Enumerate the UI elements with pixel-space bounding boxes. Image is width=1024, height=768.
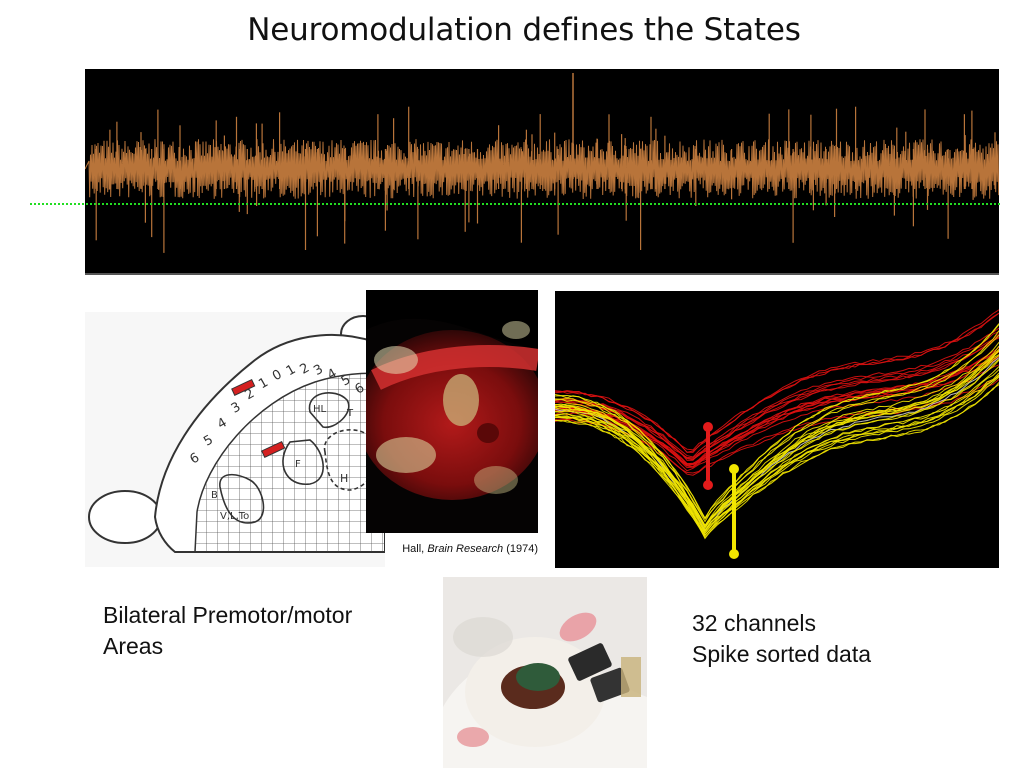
spike-waveform: [555, 333, 999, 460]
region-label-vlto: V,L,To: [220, 511, 249, 522]
amplitude-marker-yellow-endpoint: [729, 549, 739, 559]
threshold-line: [30, 203, 1000, 205]
spike-waveform: [555, 372, 999, 534]
spike-waveform: [555, 334, 999, 523]
spike-waveform: [555, 350, 999, 527]
region-label-t: T: [346, 408, 354, 419]
spike-waveform: [555, 341, 999, 527]
spike-waveform: [555, 359, 999, 533]
caption-premotor-line1: Bilateral Premotor/motor: [103, 602, 353, 628]
region-outline-h: [323, 428, 377, 491]
spike-waveform: [555, 336, 999, 461]
citation: Hall, Brain Research (1974): [366, 543, 538, 555]
region-outline-vlto: [219, 473, 265, 524]
spike-waveform: [555, 374, 999, 537]
citation-year: (1974): [506, 543, 538, 555]
amplitude-marker-red-endpoint: [703, 480, 713, 490]
citation-journal: Brain Research: [427, 543, 504, 555]
spike-waveform: [555, 312, 999, 453]
caption-channels: 32 channels Spike sorted data: [692, 608, 871, 670]
spike-waveform: [555, 324, 999, 519]
spike-waveform-plot: [555, 309, 999, 559]
region-outline-f: [282, 439, 324, 485]
spike-waveform: [555, 348, 999, 529]
raw-trace-panel: [85, 69, 999, 275]
spike-waveform: [555, 369, 999, 533]
electrode-marker-upper: [231, 378, 256, 396]
region-label-f: F: [295, 459, 301, 470]
olfactory-bulb-outline: [88, 490, 162, 544]
caption-premotor: Bilateral Premotor/motor Areas: [103, 600, 352, 662]
amplitude-marker-yellow-endpoint: [729, 464, 739, 474]
region-label-b: B: [211, 490, 218, 501]
spike-waveform: [555, 384, 999, 540]
amplitude-marker-red-endpoint: [703, 422, 713, 432]
rat-implant-photo: [443, 577, 647, 768]
slide-title: Neuromodulation defines the States: [247, 12, 801, 48]
raw-trace-plot: [85, 73, 999, 253]
region-label-hl: HL: [313, 404, 327, 415]
caption-channels-line2: Spike sorted data: [692, 641, 872, 667]
spike-waveform: [555, 366, 999, 535]
caption-channels-line1: 32 channels: [692, 610, 817, 636]
region-outline-hl: [308, 392, 350, 428]
region-label-h: H: [340, 472, 348, 485]
trace-signal: [85, 139, 999, 200]
spike-waveform: [555, 327, 999, 458]
spike-waveform: [555, 309, 999, 451]
spike-waveform: [555, 355, 999, 528]
electrode-marker-lower: [261, 440, 286, 458]
caption-premotor-line2: Areas: [103, 633, 164, 659]
surgery-photo: [366, 290, 538, 533]
spike-waveform: [555, 323, 999, 520]
spike-waveform: [555, 330, 999, 520]
citation-author: Hall,: [402, 543, 425, 555]
spike-waveform-panel: [555, 291, 999, 568]
